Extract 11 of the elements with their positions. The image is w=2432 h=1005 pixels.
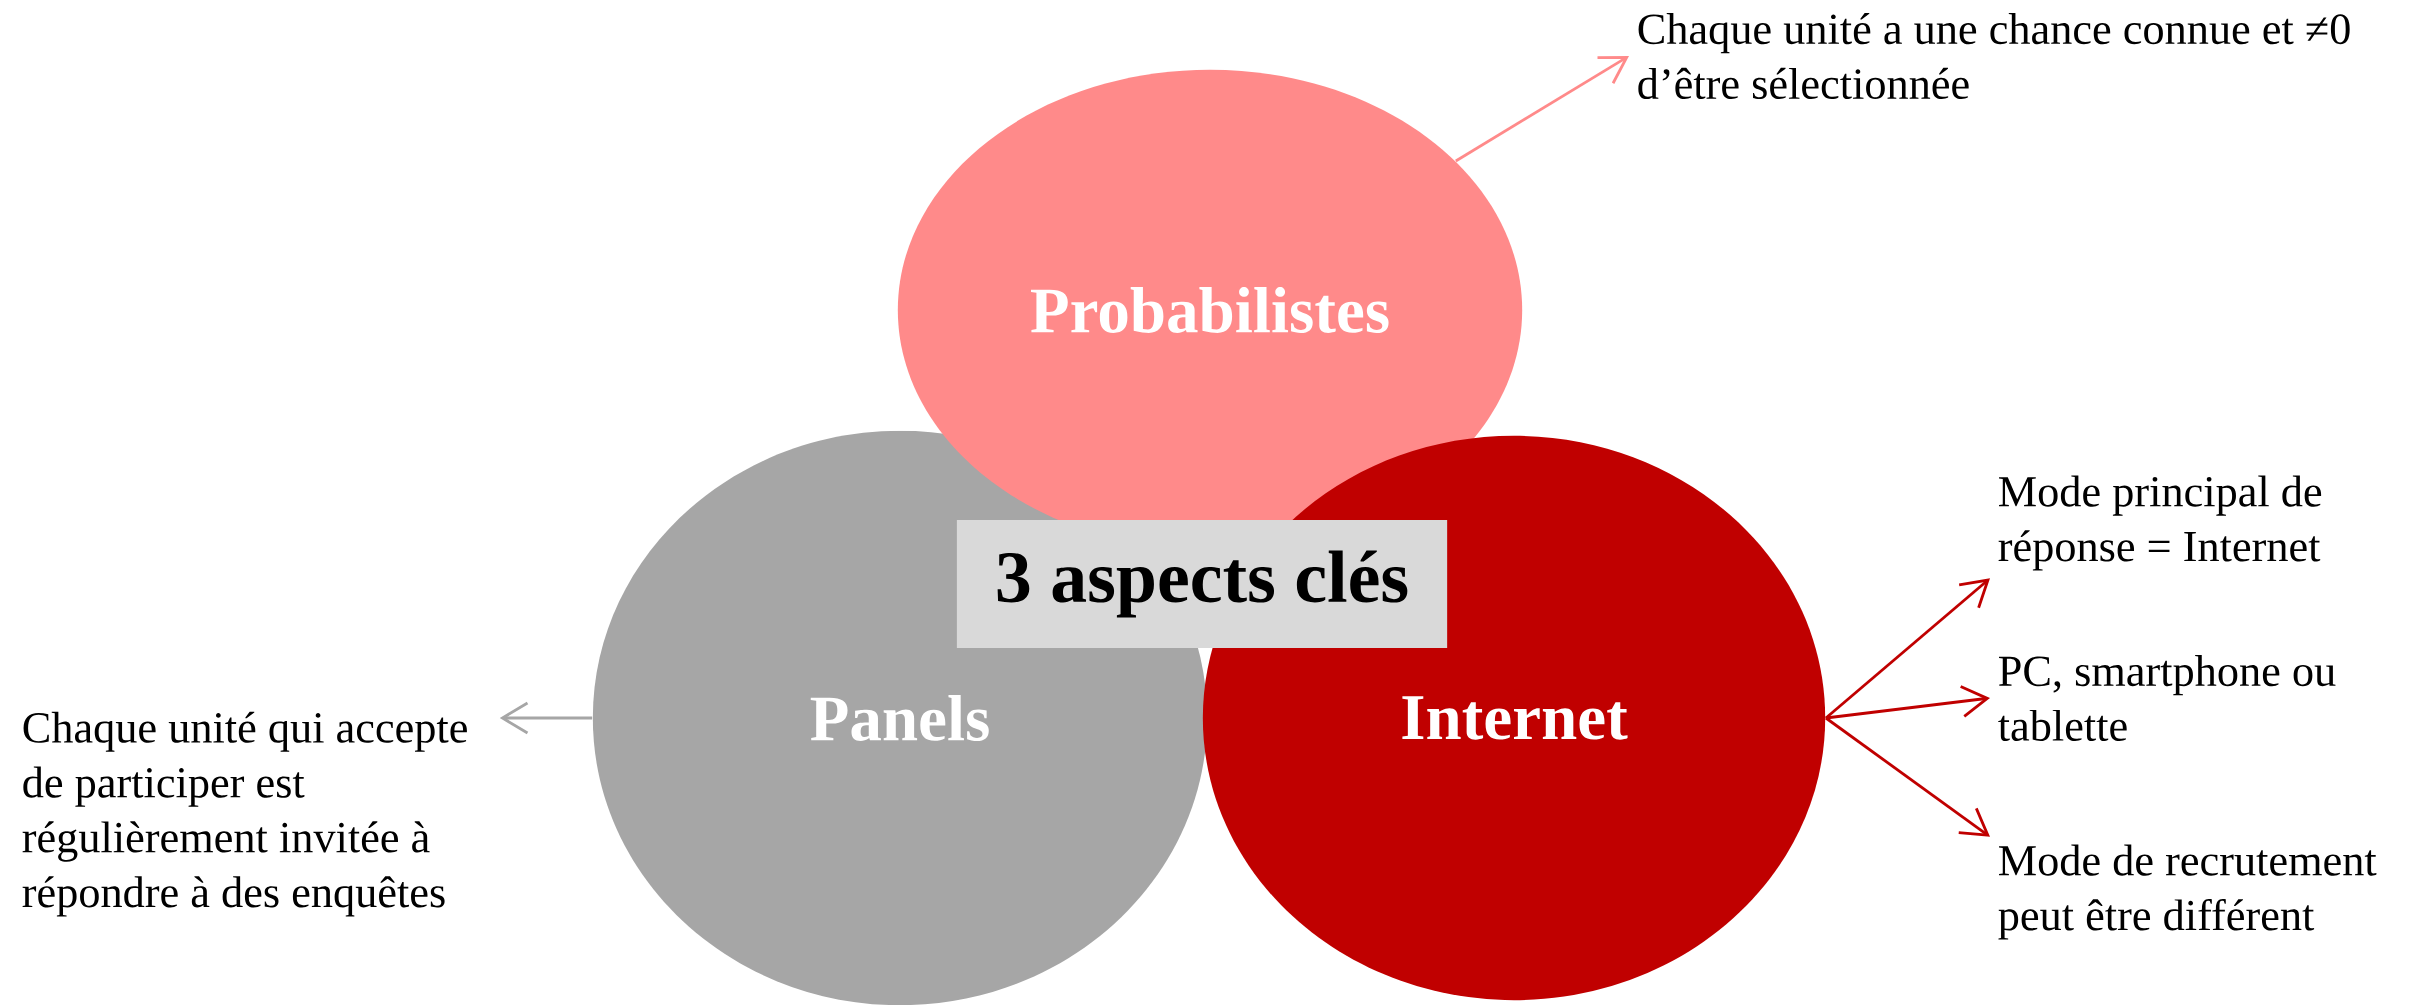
description-text: PC, smartphone ou tablette [1998, 655, 2336, 742]
arrow [1825, 578, 1990, 720]
title-box: 3 aspects clés [956, 520, 1448, 649]
description-text: Chaque unité a une chance connue et ≠0 d’être sélectionnée [1638, 13, 2350, 100]
description-text: Mode principal de réponse = Internet [1998, 475, 2322, 571]
arrow [1455, 56, 1629, 163]
arrow [499, 701, 593, 735]
description-text: Chaque unité qui accepte de participer est régulièrement invitée à répondre à des enquêtes [22, 711, 467, 917]
arrow [1825, 716, 1990, 837]
description-text: Mode de recrutement peut être différent [1998, 844, 2377, 940]
arrow [1825, 685, 1990, 720]
